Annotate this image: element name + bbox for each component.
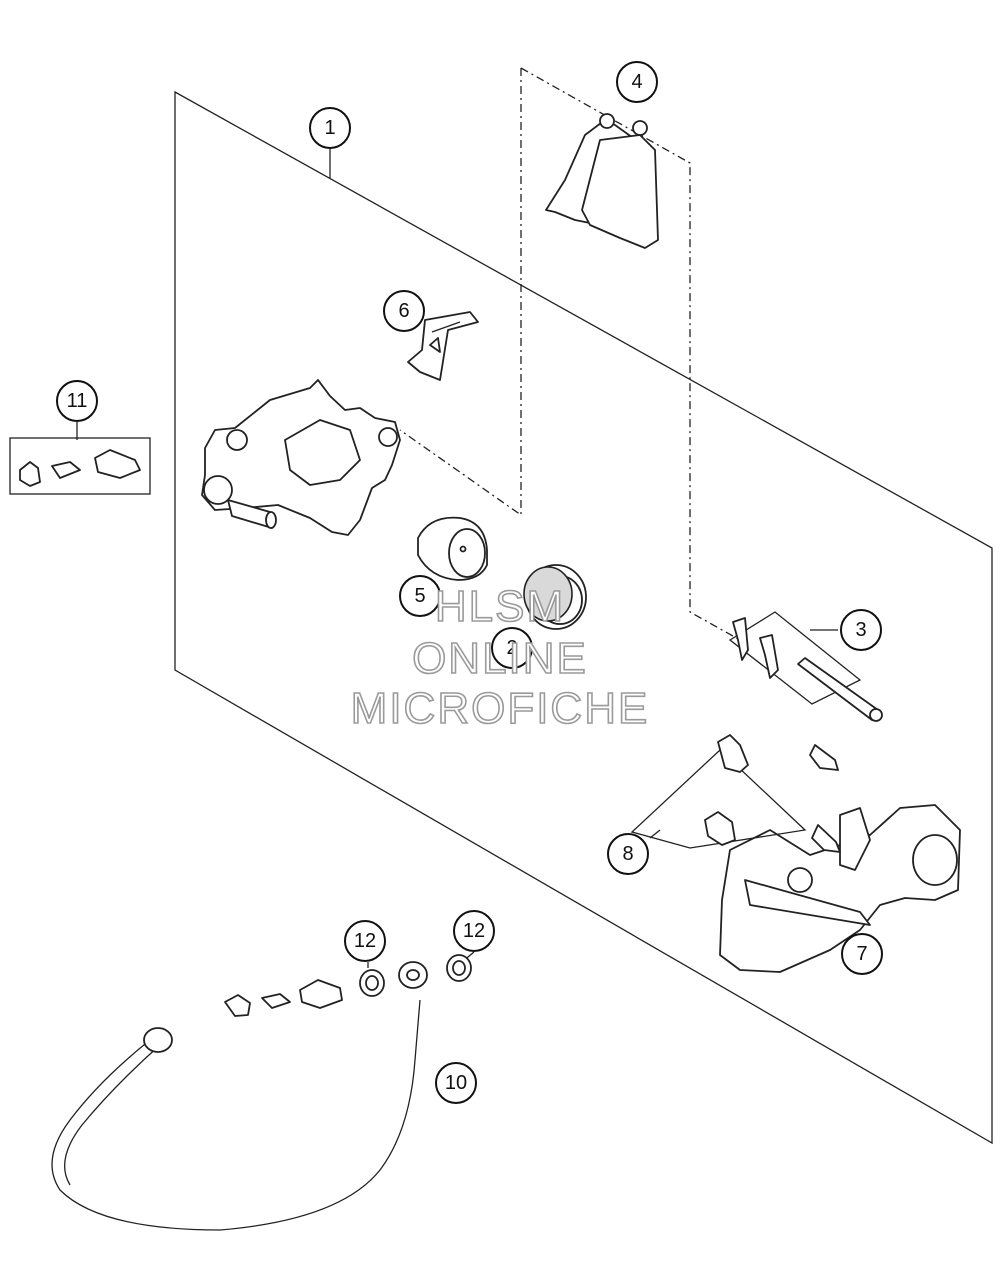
callout-6-label: 6 [398,300,409,322]
callout-4[interactable]: 4 [616,61,658,103]
watermark-line-1: HLSM [434,581,566,632]
callout-6[interactable]: 6 [383,290,425,332]
callout-12-left-label: 12 [354,930,376,952]
pad-spring [407,311,479,381]
callout-12-right-label: 12 [463,920,485,942]
callout-12-right[interactable]: 12 [453,910,495,952]
callout-10-label: 10 [445,1072,467,1094]
copper-washers [359,954,472,997]
pin-kit [728,611,883,722]
callout-10[interactable]: 10 [435,1062,477,1104]
assembly-frame [174,90,993,1145]
sliding-pins [630,734,841,853]
callout-1-label: 1 [324,117,335,139]
callout-2[interactable]: 2 [491,627,533,669]
callout-11[interactable]: 11 [56,380,98,422]
callout-12-left[interactable]: 12 [344,920,386,962]
callout-5-label: 5 [414,585,425,607]
callout-3-label: 3 [855,619,866,641]
callout-8[interactable]: 8 [607,833,649,875]
callout-3[interactable]: 3 [840,609,882,651]
brake-hose [51,961,428,1231]
callout-8-label: 8 [622,843,633,865]
bleeder-kit [9,437,151,495]
piston [417,516,488,581]
brake-pads [545,113,659,249]
carrier-bracket [719,804,961,973]
callout-7-label: 7 [856,943,867,965]
callout-4-label: 4 [631,71,642,93]
callout-5[interactable]: 5 [399,575,441,617]
callout-7[interactable]: 7 [841,933,883,975]
watermark-line-2: ONLINE [411,633,588,684]
callout-11-label: 11 [67,390,88,412]
caliper-body [201,379,401,536]
seal-ring [523,564,587,630]
callout-1[interactable]: 1 [309,107,351,149]
watermark-line-3: MICROFICHE [350,683,650,734]
leader-lines [76,148,838,968]
callout-2-label: 2 [506,637,517,659]
